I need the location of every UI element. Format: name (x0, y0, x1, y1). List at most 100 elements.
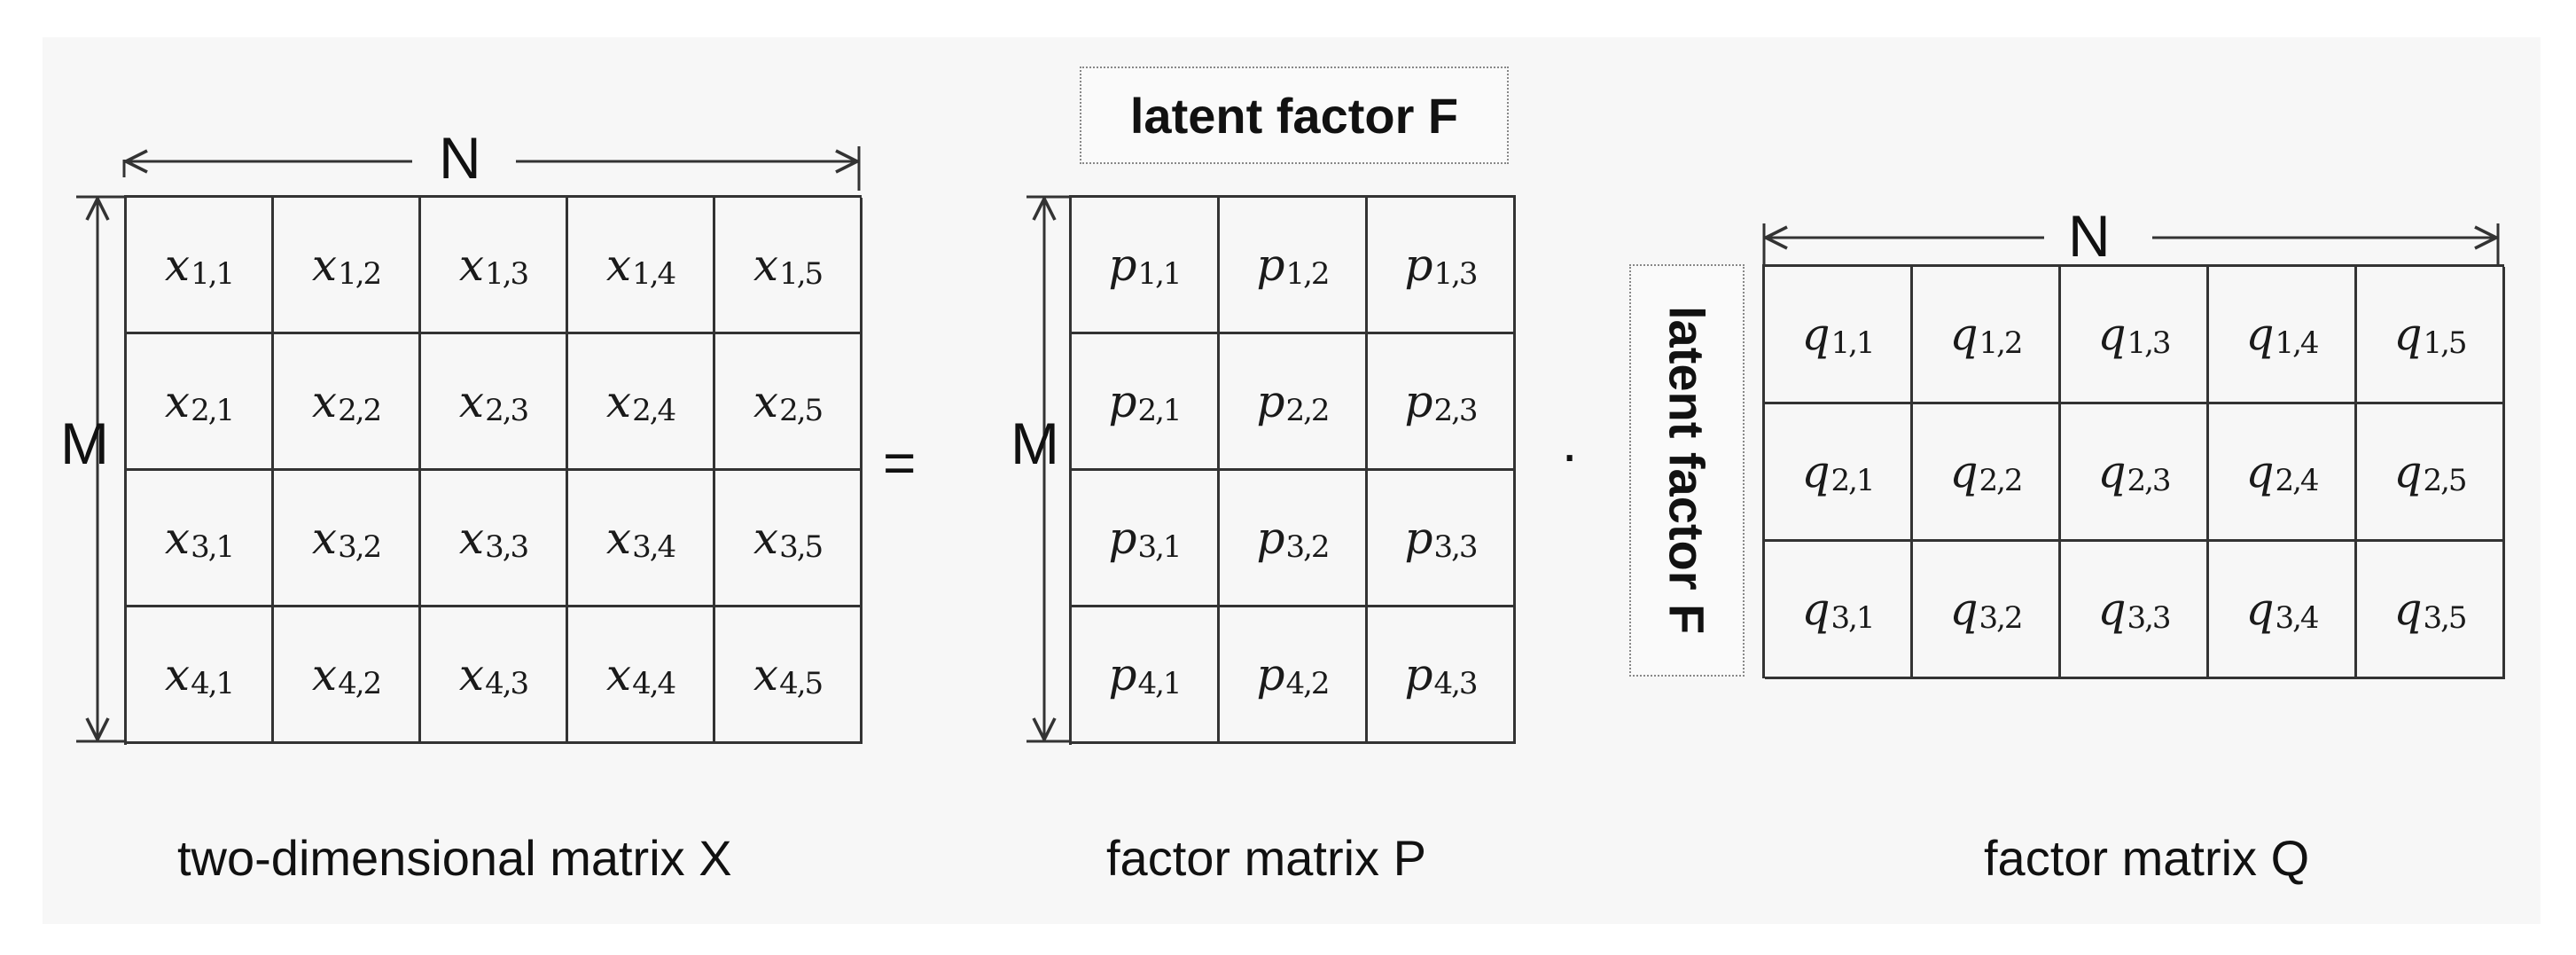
q-width-arrow (1762, 223, 2500, 264)
cell-symbol: p (1108, 239, 1137, 291)
cell-index: 2,3 (1433, 392, 1478, 428)
cell-index: 3,2 (338, 528, 382, 565)
x-width-arrow (122, 146, 861, 191)
cell-symbol: q (2393, 309, 2423, 360)
cell-index: 3,5 (779, 528, 824, 565)
matrix-q-caption: factor matrix Q (1984, 830, 2310, 886)
cell-index: 3,2 (1979, 600, 2023, 636)
cell-index: 1,3 (1433, 255, 1478, 292)
cell-index: 1,4 (2275, 325, 2319, 361)
cell-index: 2,5 (779, 392, 824, 428)
cell-index: 2,4 (632, 392, 676, 428)
cell-symbol: q (1801, 309, 1831, 360)
matrix-p-caption-text: factor matrix P (1106, 830, 1426, 886)
cell-symbol: x (311, 512, 338, 564)
cell-index: 4,5 (779, 665, 824, 701)
cell-symbol: p (1404, 375, 1433, 427)
cell-symbol: q (1949, 446, 1979, 497)
q-width-label: N (2068, 203, 2111, 269)
p-height-label: M (1011, 411, 1059, 476)
cell-symbol: x (605, 239, 632, 291)
cell-symbol: x (605, 512, 632, 564)
cell-symbol: q (1801, 446, 1831, 497)
dot-operator: · (1560, 422, 1580, 486)
cell-index: 2,2 (338, 392, 382, 428)
cell-symbol: q (2097, 446, 2127, 497)
cell-symbol: p (1404, 648, 1433, 701)
cell-symbol: q (2097, 583, 2127, 635)
cell-symbol: p (1108, 512, 1137, 564)
cell-index: 3,4 (2275, 600, 2319, 636)
cell-index: 2,3 (485, 392, 529, 428)
cell-index: 3,1 (191, 528, 235, 565)
cell-index: 4,1 (1137, 665, 1182, 701)
cell-index: 1,2 (1979, 325, 2023, 361)
cell-index: 1,4 (632, 255, 676, 292)
cell-index: 2,2 (1979, 463, 2023, 498)
equals-sign: = (883, 431, 917, 495)
cell-index: 1,1 (1831, 325, 1875, 361)
cell-symbol: x (753, 239, 779, 291)
cell-symbol: x (164, 375, 191, 427)
cell-symbol: q (2393, 583, 2423, 635)
cell-index: 2,1 (1137, 392, 1182, 428)
cell-index: 3,2 (1285, 528, 1330, 565)
cell-index: 3,4 (632, 528, 676, 565)
cell-index: 3,1 (1137, 528, 1182, 565)
cell-index: 3,3 (2127, 600, 2171, 636)
cell-symbol: x (458, 512, 485, 564)
cell-index: 2,3 (2127, 463, 2171, 498)
cell-symbol: p (1404, 512, 1433, 564)
x-width-label: N (439, 125, 481, 191)
cell-symbol: p (1256, 512, 1285, 564)
cell-symbol: x (605, 648, 632, 701)
cell-symbol: x (311, 239, 338, 291)
matrix-x-caption: two-dimensional matrix X (177, 830, 732, 886)
cell-symbol: q (2097, 309, 2127, 360)
latent-factor-top-box: latent factor F (1080, 67, 1509, 164)
cell-index: 1,3 (2127, 325, 2171, 361)
cell-symbol: p (1256, 239, 1285, 291)
cell-index: 2,2 (1285, 392, 1330, 428)
p-height-arrow (1026, 195, 1069, 743)
cell-symbol: x (753, 512, 779, 564)
latent-factor-side-box: latent factor F (1629, 264, 1745, 677)
cell-index: 1,3 (485, 255, 529, 292)
cell-symbol: x (753, 375, 779, 427)
cell-index: 4,2 (338, 665, 382, 701)
cell-symbol: q (2245, 309, 2275, 360)
cell-index: 1,1 (191, 255, 235, 292)
cell-symbol: x (164, 512, 191, 564)
cell-index: 2,1 (1831, 463, 1875, 498)
cell-index: 1,5 (779, 255, 824, 292)
